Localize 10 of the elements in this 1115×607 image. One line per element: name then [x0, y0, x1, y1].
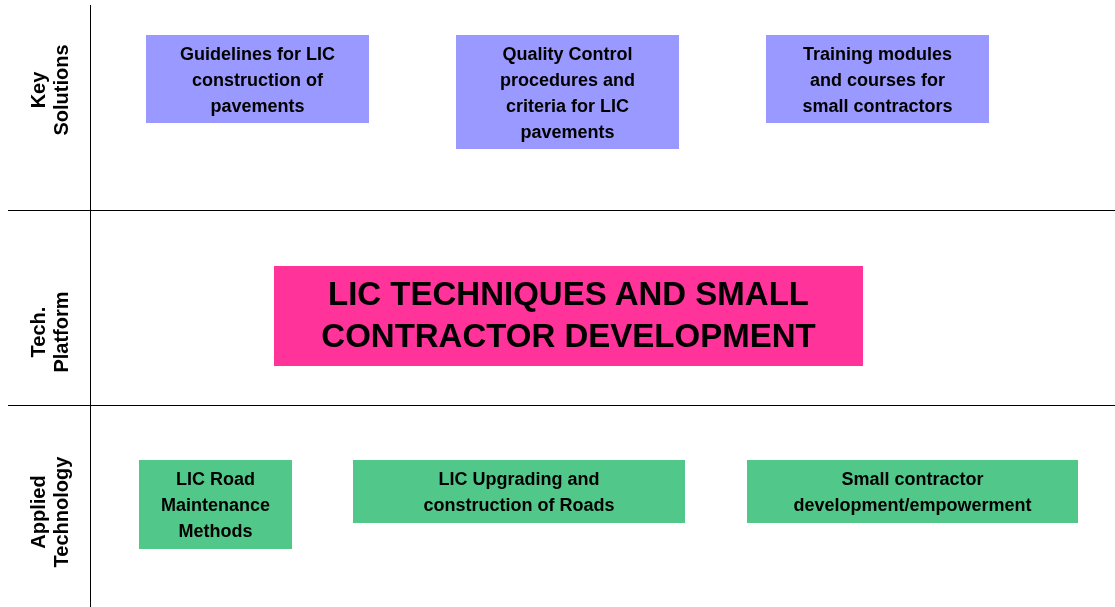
topic-box: LIC Road Maintenance Methods — [139, 460, 292, 549]
topic-box: Small contractor development/empowerment — [747, 460, 1078, 523]
topic-box: LIC Upgrading and construction of Roads — [353, 460, 685, 523]
row-label: Tech. Platform — [27, 290, 73, 375]
row-label: Applied Technology — [27, 455, 73, 570]
topic-box: Guidelines for LIC construction of pavements — [146, 35, 369, 123]
row-label: Key Solutions — [27, 43, 73, 138]
topic-box: Training modules and courses for small contractors — [766, 35, 989, 123]
platform-box: LIC TECHNIQUES AND SMALL CONTRACTOR DEVELOPMENT — [274, 266, 863, 366]
topic-box: Quality Control procedures and criteria for LIC pavements — [456, 35, 679, 149]
